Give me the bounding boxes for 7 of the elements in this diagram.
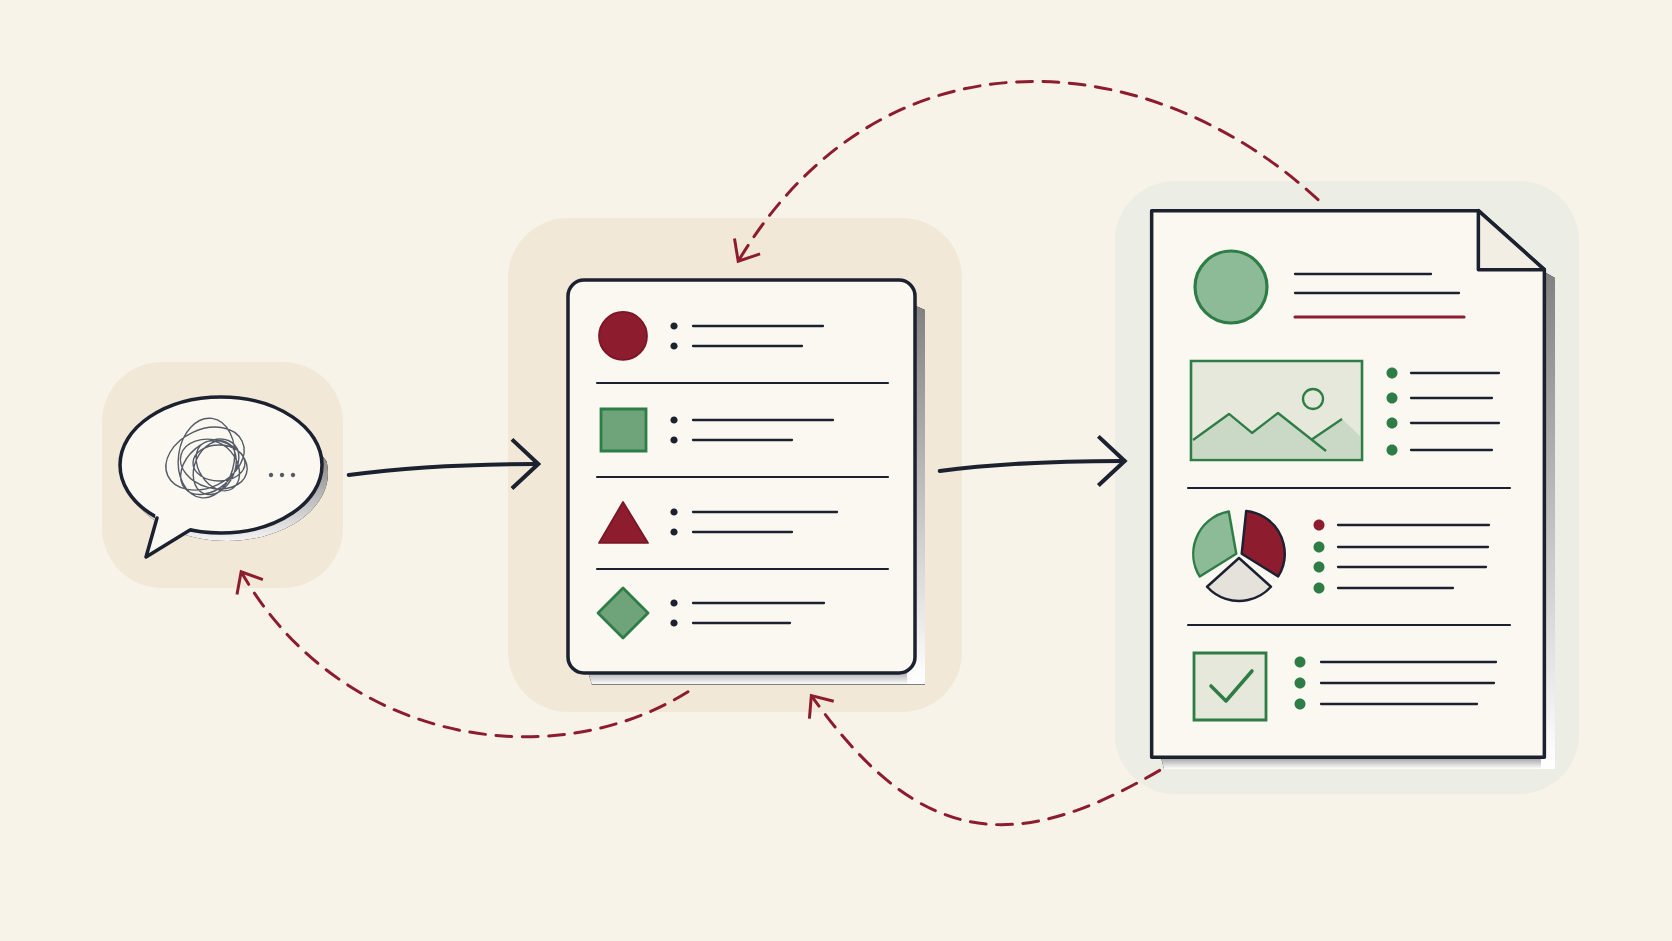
arrow <box>346 437 542 491</box>
arrow <box>937 434 1128 488</box>
speech-bubble <box>118 395 324 559</box>
dashed-arrow <box>235 569 690 739</box>
dashed-arrow <box>733 80 1320 264</box>
list-card <box>566 278 917 675</box>
dashed-arrow <box>807 693 1162 827</box>
